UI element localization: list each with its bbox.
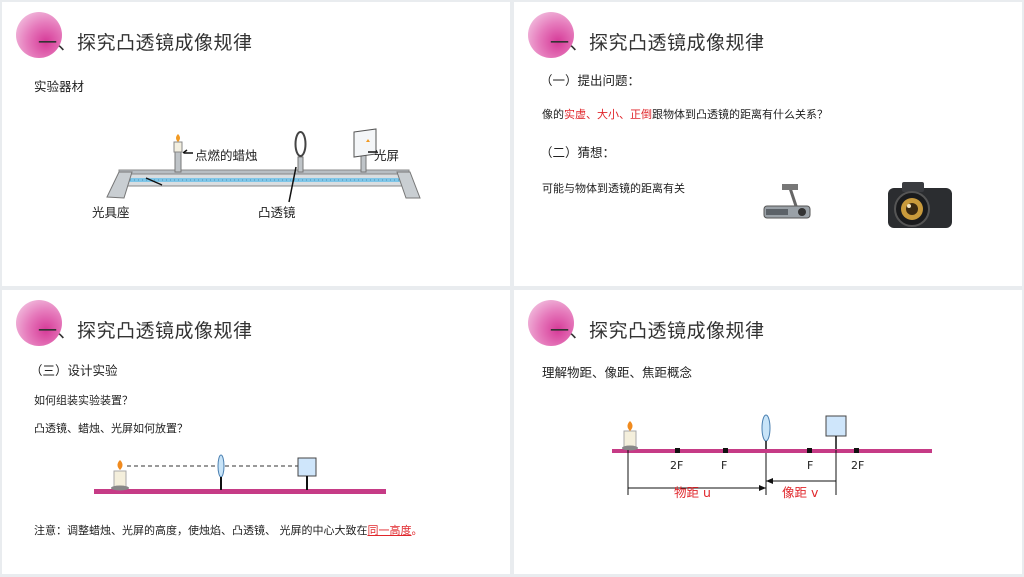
slide-title: 一、探究凸透镜成像规律 xyxy=(550,320,765,342)
slide-title: 一、探究凸透镜成像规律 xyxy=(38,320,253,342)
camera-icon xyxy=(888,182,952,228)
question-2: 凸透镜、蜡烛、光屏如何放置？ xyxy=(34,422,188,435)
mark-f-left: F xyxy=(721,459,728,472)
setup-diagram xyxy=(94,454,386,494)
question-heading: （一）提出问题： xyxy=(540,73,641,88)
mark-2f-left: 2F xyxy=(670,459,684,472)
section-heading: （三）设计实验 xyxy=(30,363,118,378)
mark-2f-right: 2F xyxy=(851,459,865,472)
label-candle: 点燃的蜡烛 xyxy=(195,148,258,163)
title-circle-decoration xyxy=(528,300,574,346)
section-heading: 实验器材 xyxy=(34,79,85,94)
note-text: 注意：调整蜡烛、光屏的高度，使烛焰、凸透镜、 光屏的中心大致在同一高度。 xyxy=(34,524,423,537)
object-distance-label: 物距 u xyxy=(674,485,711,500)
principal-axis-rail xyxy=(612,449,932,453)
label-lens: 凸透镜 xyxy=(258,205,296,220)
title-circle-decoration xyxy=(16,12,62,58)
image-distance-label: 像距 v xyxy=(782,485,819,500)
slide-question: 一、探究凸透镜成像规律 （一）提出问题： 像的实虚、大小、正倒跟物体到凸透镜的距… xyxy=(514,2,1022,286)
question-1: 如何组装实验装置？ xyxy=(34,394,133,407)
projector-icon xyxy=(763,184,811,219)
slide-title: 一、探究凸透镜成像规律 xyxy=(550,32,765,54)
mark-f-right: F xyxy=(807,459,814,472)
optical-bench-illustration xyxy=(106,128,421,203)
slide-design: 一、探究凸透镜成像规律 （三）设计实验 如何组装实验装置？ 凸透镜、蜡烛、光屏如… xyxy=(2,290,510,574)
section-heading: 理解物距、像距、焦距概念 xyxy=(542,365,693,380)
distance-diagram xyxy=(612,414,932,495)
bench-rail xyxy=(94,489,386,494)
question-text: 像的实虚、大小、正倒跟物体到凸透镜的距离有什么关系？ xyxy=(542,108,828,121)
title-circle-decoration xyxy=(528,12,574,58)
label-bench: 光具座 xyxy=(92,205,130,220)
slide-equipment: 一、探究凸透镜成像规律 实验器材 点燃的蜡烛 光屏 光具座 凸透镜 xyxy=(2,2,510,286)
title-circle-decoration xyxy=(16,300,62,346)
label-screen: 光屏 xyxy=(374,148,400,163)
slide-title: 一、探究凸透镜成像规律 xyxy=(38,32,253,54)
guess-text: 可能与物体到透镜的距离有关 xyxy=(542,182,685,195)
guess-heading: （二）猜想： xyxy=(540,145,616,160)
slide-distance-concepts: 一、探究凸透镜成像规律 理解物距、像距、焦距概念 2F F F 2F 物距 u … xyxy=(514,290,1022,574)
